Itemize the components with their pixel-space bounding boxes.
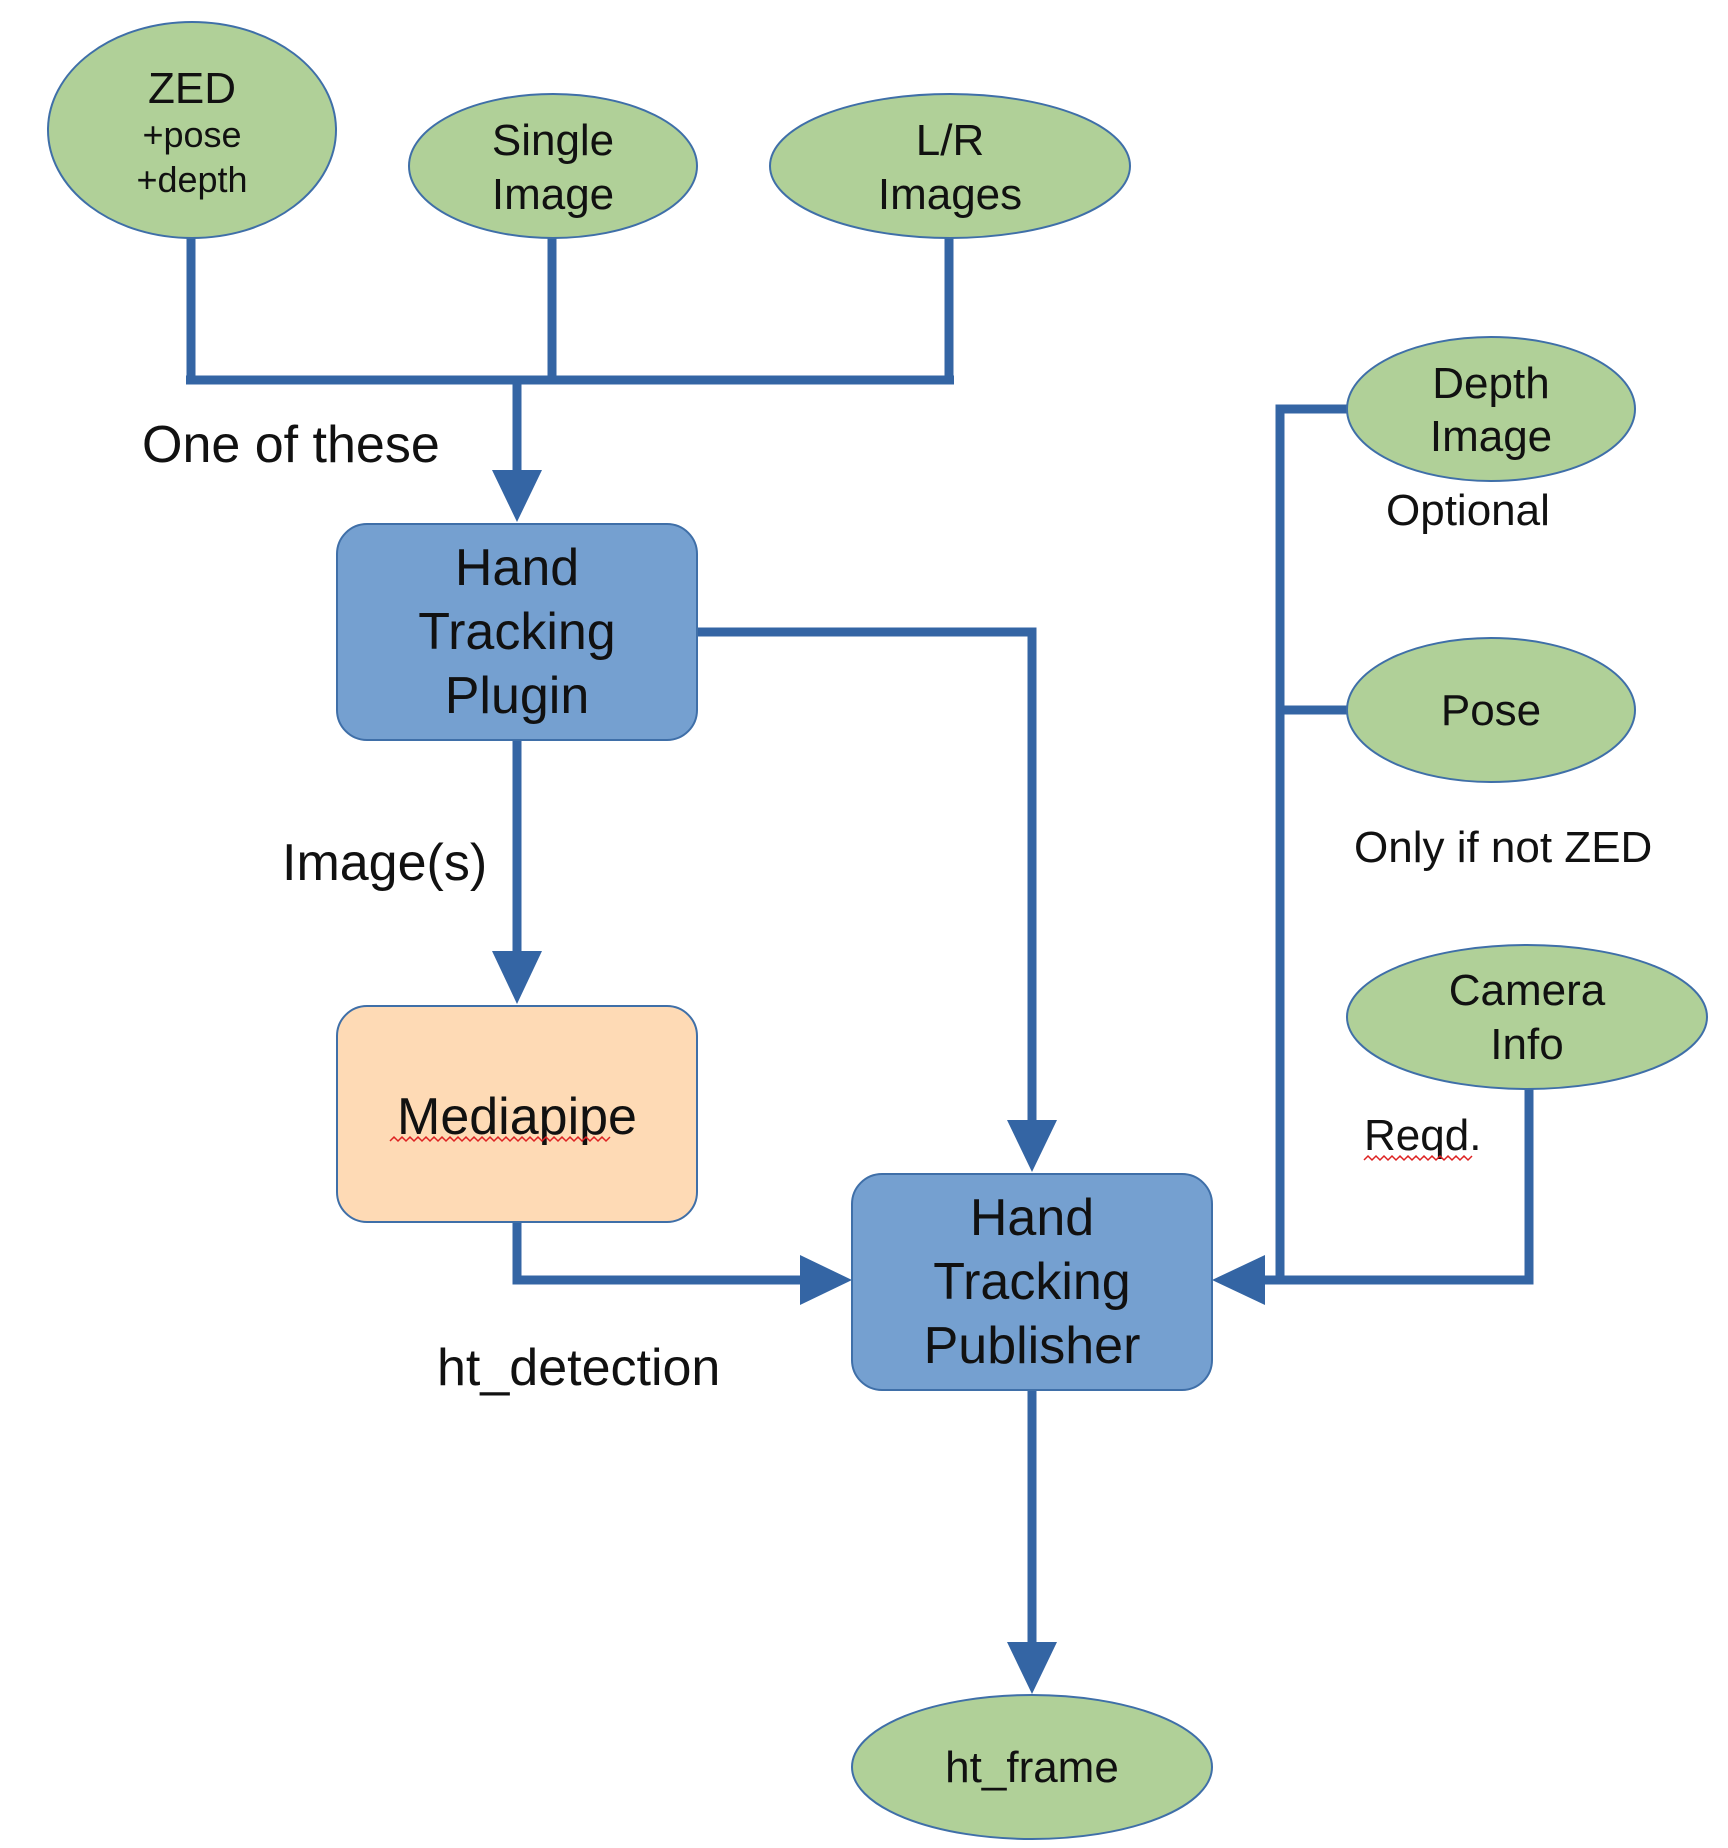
node-lr-images: L/R Images bbox=[769, 93, 1131, 239]
node-pose: Pose bbox=[1346, 637, 1636, 783]
label-one-of-these: One of these bbox=[142, 416, 440, 474]
label-reqd: Reqd. bbox=[1364, 1111, 1481, 1160]
depth-image-line1: Depth bbox=[1432, 359, 1549, 408]
arrowhead-into-plugin bbox=[492, 470, 542, 522]
arrowhead-into-ht-frame bbox=[1007, 1642, 1057, 1694]
zed-depth-label: +depth bbox=[136, 159, 247, 200]
depth-image-line2: Image bbox=[1430, 412, 1552, 461]
zed-label: ZED bbox=[148, 64, 236, 113]
edge-mediapipe-to-publisher bbox=[512, 1222, 805, 1285]
node-hand-tracking-publisher: Hand Tracking Publisher bbox=[851, 1173, 1213, 1391]
publisher-line1: Hand bbox=[970, 1189, 1094, 1247]
plugin-line3: Plugin bbox=[445, 667, 590, 725]
publisher-line3: Publisher bbox=[924, 1317, 1141, 1375]
pose-label: Pose bbox=[1441, 686, 1541, 735]
camera-info-line2: Info bbox=[1490, 1020, 1563, 1069]
single-image-line1: Single bbox=[492, 116, 614, 165]
plugin-line2: Tracking bbox=[418, 603, 615, 661]
label-images: Image(s) bbox=[282, 834, 487, 892]
node-depth-image: Depth Image bbox=[1346, 336, 1636, 482]
single-image-line2: Image bbox=[492, 170, 614, 219]
edge-side-inputs-bus bbox=[1275, 404, 1347, 1280]
lr-images-line1: L/R bbox=[916, 116, 984, 165]
arrowhead-plugin-into-publisher bbox=[1007, 1120, 1057, 1172]
camera-info-line1: Camera bbox=[1449, 966, 1606, 1015]
publisher-line2: Tracking bbox=[933, 1253, 1130, 1311]
arrowhead-mediapipe-into-publisher bbox=[800, 1255, 852, 1305]
node-single-image: Single Image bbox=[408, 93, 698, 239]
node-zed: ZED +pose +depth bbox=[47, 21, 337, 239]
label-only-if-not-zed: Only if not ZED bbox=[1354, 823, 1652, 872]
arrowhead-side-into-publisher bbox=[1212, 1255, 1265, 1305]
edge-camera-info-to-publisher bbox=[1260, 1088, 1534, 1285]
node-ht-frame: ht_frame bbox=[851, 1694, 1213, 1840]
arrowhead-into-mediapipe bbox=[492, 951, 542, 1004]
node-hand-tracking-plugin: Hand Tracking Plugin bbox=[336, 523, 698, 741]
lr-images-line2: Images bbox=[878, 170, 1022, 219]
node-camera-info: Camera Info bbox=[1346, 944, 1708, 1090]
ht-frame-label: ht_frame bbox=[945, 1743, 1119, 1792]
plugin-line1: Hand bbox=[455, 539, 579, 597]
mediapipe-spellcheck-underline bbox=[389, 1135, 611, 1143]
zed-pose-label: +pose bbox=[142, 114, 241, 155]
mediapipe-label: Mediapipe bbox=[397, 1088, 637, 1146]
node-mediapipe: Mediapipe bbox=[336, 1005, 698, 1223]
label-ht-detection: ht_detection bbox=[437, 1339, 720, 1397]
edge-plugin-to-publisher bbox=[697, 627, 1037, 1124]
reqd-spellcheck-underline bbox=[1363, 1154, 1473, 1162]
label-optional: Optional bbox=[1386, 486, 1550, 535]
